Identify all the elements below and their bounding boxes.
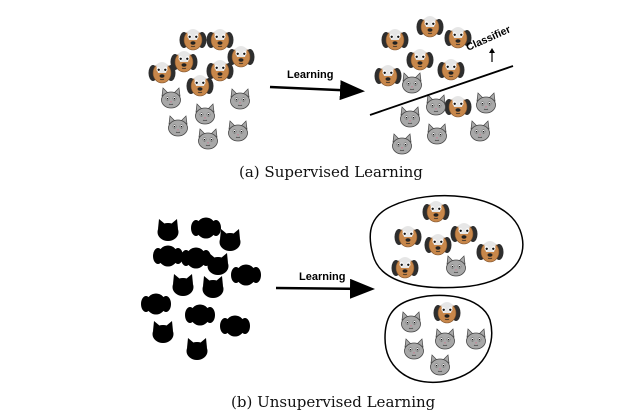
cluster-boundary-cats [384,294,493,383]
dog-face-icon [450,222,478,245]
cluster-dogs [391,200,504,279]
dog-face-icon [381,28,409,51]
caption-supervised: (a) Supervised Learning [239,163,423,181]
supervised-learning-arrow [269,80,365,101]
cat-face-icon [470,120,490,142]
dog-silhouette-icon [141,293,171,315]
cat-silhouette-icon [157,219,179,241]
dog-face-icon [437,58,465,81]
dog-face-icon [206,28,234,51]
cat-silhouette-icon [172,274,194,296]
dog-silhouette-icon [153,245,183,267]
cat-face-icon [400,106,420,128]
cluster-cats [401,301,486,376]
cat-face-icon [228,120,248,142]
cat-face-icon [198,128,218,150]
cat-face-icon [466,328,486,350]
dog-silhouette-icon [220,315,250,337]
cat-face-icon [435,328,455,350]
caption-unsupervised: (b) Unsupervised Learning [231,393,436,411]
cat-face-icon [427,123,447,145]
cat-face-icon [168,115,188,137]
dog-face-icon [374,64,402,87]
dog-face-icon [444,95,472,118]
dog-silhouette-icon [181,247,211,269]
dog-face-icon [227,45,255,68]
cluster-boundary-dogs [369,194,524,289]
dog-face-icon [148,61,176,84]
cat-face-icon [230,88,250,110]
dog-face-icon [391,256,419,279]
supervised-input-cluster [148,28,255,150]
cat-face-icon [426,94,446,116]
dog-face-icon [424,233,452,256]
classifier-boundary-line [369,65,514,116]
cat-face-icon [402,72,422,94]
cat-face-icon [195,103,215,125]
cat-face-icon [392,133,412,155]
cat-silhouette-icon [207,253,229,275]
dog-face-icon [406,48,434,71]
dog-face-icon [394,225,422,248]
classifier-pointer-arrowhead [489,48,495,53]
cat-face-icon [401,311,421,333]
dog-face-icon [179,28,207,51]
cat-silhouette-icon [152,321,174,343]
supervised-learning-label: Learning [287,69,333,81]
cat-face-icon [446,255,466,277]
dog-face-icon [433,301,461,324]
cat-face-icon [404,338,424,360]
unsupervised-learning-label: Learning [299,271,345,283]
cat-silhouette-icon [202,276,224,298]
cat-silhouette-icon [186,338,208,360]
dog-silhouette-icon [191,217,221,239]
classifier-label: Classifier [464,24,512,54]
dog-face-icon [422,200,450,223]
dog-silhouette-icon [185,304,215,326]
cat-silhouette-icon [219,229,241,251]
cat-face-icon [430,354,450,376]
dog-face-icon [186,74,214,97]
unsupervised-learning-arrow [275,278,375,299]
cat-face-icon [161,87,181,109]
dog-face-icon [476,240,504,263]
dog-face-icon [206,59,234,82]
dog-face-icon [416,15,444,38]
cat-face-icon [476,92,496,114]
dog-silhouette-icon [231,264,261,286]
unsupervised-input-cluster [141,217,261,360]
